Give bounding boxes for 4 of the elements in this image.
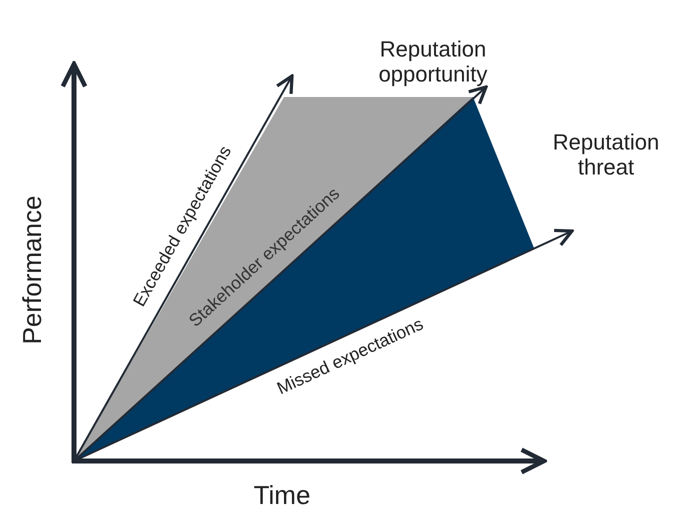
- axis-title: Time: [254, 481, 310, 511]
- region-label: Reputation threat: [552, 130, 660, 180]
- region-label: Reputation opportunity: [378, 36, 488, 88]
- axis-title: Performance: [18, 196, 48, 344]
